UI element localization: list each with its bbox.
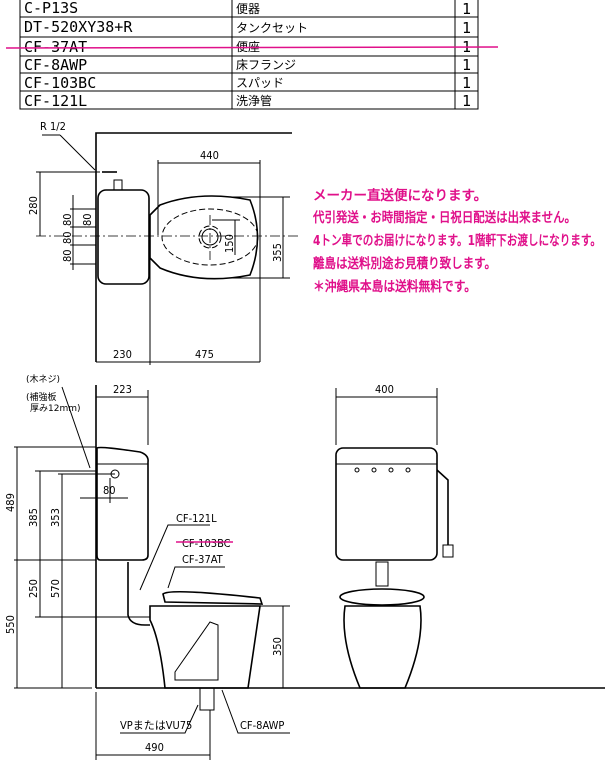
part-code: CF-103BC <box>24 74 96 92</box>
tank-side <box>96 446 149 561</box>
dim-475: 475 <box>195 348 214 361</box>
part-name: 便座 <box>236 39 260 54</box>
table-row: DT-520XY38+R タンクセット 1 <box>24 18 471 37</box>
bowl-side <box>149 605 261 689</box>
delivery-notes: メーカー直送便になります。 代引発送・お時間指定・日祝日配送は出来ません。 4ト… <box>312 187 601 295</box>
dim-350: 350 <box>271 637 284 656</box>
seat-label: CF-37AT <box>182 553 224 566</box>
part-name: タンクセット <box>236 21 308 35</box>
floor-flange-label: CF-8AWP <box>240 719 284 732</box>
drain-pipe-label: VPまたはVU75 <box>120 719 192 732</box>
table-row: CF-8AWP 床フランジ 1 <box>24 56 471 74</box>
dim-80: 80 <box>61 249 74 262</box>
dim-440: 440 <box>200 149 219 162</box>
note-line: ＊沖縄県本島は送料無料です。 <box>313 278 476 295</box>
dim-400: 400 <box>375 383 394 396</box>
side-view: 223 (木ネジ) (補強板 厚み12mm) 80 489 385 353 25… <box>4 373 325 760</box>
dim-490: 490 <box>145 741 164 754</box>
part-qty: 1 <box>462 19 471 37</box>
dim-230: 230 <box>113 348 132 361</box>
part-code: DT-520XY38+R <box>24 18 133 36</box>
dim-385: 385 <box>27 508 40 527</box>
board-thickness-label: 厚み12mm) <box>30 403 81 414</box>
part-name: 便器 <box>236 2 260 16</box>
dim-570: 570 <box>49 579 62 598</box>
tank-front <box>335 447 438 561</box>
bowl-front <box>343 605 422 689</box>
bowl-top <box>149 195 259 280</box>
dim-250: 250 <box>27 579 40 598</box>
table-row: C-P13S 便器 1 <box>24 0 471 18</box>
part-code: CF-37AT <box>24 38 87 56</box>
plan-view: R 1/2 440 355 150 280 80 80 80 80 230 47… <box>27 120 300 365</box>
seat-side <box>162 590 264 605</box>
strike-line <box>5 46 499 49</box>
dim-150: 150 <box>223 234 236 253</box>
part-code: CF-121L <box>24 92 87 110</box>
part-qty: 1 <box>462 74 471 92</box>
part-qty: 1 <box>462 92 471 110</box>
dim-353: 353 <box>49 508 62 527</box>
flush-pipe <box>127 562 150 626</box>
screw-label: (木ネジ) <box>26 373 60 385</box>
flush-pipe-label: CF-121L <box>176 512 217 525</box>
dim-223: 223 <box>113 383 132 396</box>
note-line: メーカー直送便になります。 <box>313 187 487 204</box>
dim-80: 80 <box>61 213 74 226</box>
board-label: (補強板 <box>26 391 57 403</box>
part-code: C-P13S <box>24 0 78 17</box>
note-line: 4トン車でのお届けになります。1階軒下お渡しになります。 <box>313 232 601 249</box>
part-qty: 1 <box>462 0 471 18</box>
part-name: スパッド <box>236 76 284 90</box>
dim-80: 80 <box>61 231 74 244</box>
parts-table: C-P13S 便器 1 DT-520XY38+R タンクセット 1 CF-37A… <box>5 0 499 110</box>
part-qty: 1 <box>462 56 471 74</box>
table-row: CF-103BC スパッド 1 <box>24 74 471 92</box>
table-row: CF-121L 洗浄管 1 <box>24 92 471 110</box>
front-view: 400 <box>325 383 605 689</box>
dim-355: 355 <box>271 243 284 262</box>
dim-550: 550 <box>4 615 17 634</box>
spud-label: CF-103BC <box>182 537 231 550</box>
tank-top <box>97 189 150 285</box>
note-line: 離島は送料別途お見積り致します。 <box>313 255 496 272</box>
part-code: CF-8AWP <box>24 56 87 74</box>
part-name: 洗浄管 <box>236 93 272 108</box>
note-line: 代引発送・お時間指定・日祝日配送は出来ません。 <box>312 209 576 226</box>
part-name: 床フランジ <box>236 58 296 72</box>
dim-280: 280 <box>27 196 40 215</box>
dim-489: 489 <box>4 493 17 512</box>
dim-80-side: 80 <box>103 484 116 497</box>
dim-80: 80 <box>81 213 94 226</box>
pipe-size-label: R 1/2 <box>40 120 66 133</box>
